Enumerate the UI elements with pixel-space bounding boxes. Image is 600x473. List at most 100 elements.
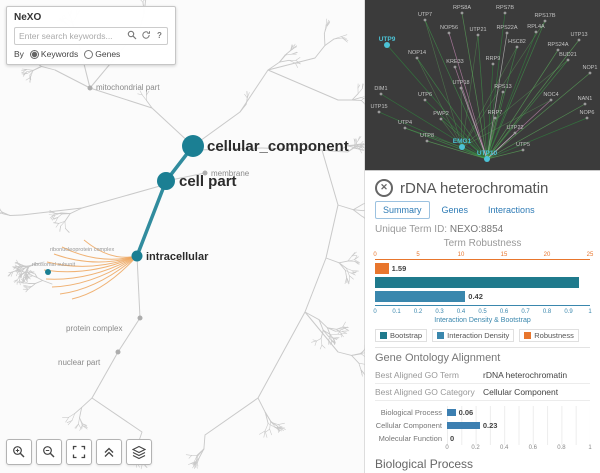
- gene-network-graph[interactable]: UTP7 RPS8A RPS7B RPS17B UTP13 NOP56 UTP21 RPS22…: [365, 0, 600, 170]
- tree-node-cell-part[interactable]: cell part: [157, 172, 237, 190]
- svg-text:UTP6: UTP6: [418, 92, 432, 98]
- tree-node-nuclear-part[interactable]: nuclear part: [58, 349, 121, 368]
- svg-text:mitochondrial part: mitochondrial part: [96, 83, 160, 92]
- bar-interaction-density: 0.42: [375, 291, 590, 302]
- network-panel[interactable]: UTP7 RPS8A RPS7B RPS17B UTP13 NOP56 UTP21 RPS22…: [365, 0, 600, 170]
- reset-icon[interactable]: [140, 30, 151, 41]
- svg-text:UTP8: UTP8: [420, 133, 434, 139]
- tab-interactions[interactable]: Interactions: [488, 205, 535, 215]
- gene-node-RPS8A[interactable]: RPS8A: [453, 5, 471, 15]
- tab-summary[interactable]: Summary: [375, 201, 430, 219]
- gene-node-UTP9[interactable]: UTP9: [379, 36, 396, 48]
- ontology-graph[interactable]: mitochondrial part membrane protein comple…: [0, 0, 365, 473]
- app-title: NeXO: [14, 12, 42, 23]
- help-icon[interactable]: ?: [157, 30, 162, 40]
- gene-node-UTP18[interactable]: UTP18: [452, 80, 470, 90]
- gene-node-RPS17B[interactable]: RPS17B: [534, 13, 556, 23]
- svg-text:RPS7B: RPS7B: [496, 5, 514, 11]
- gene-node-RPS13[interactable]: RPS13: [494, 84, 512, 94]
- svg-text:protein complex: protein complex: [66, 324, 122, 333]
- tab-genes[interactable]: Genes: [441, 205, 469, 215]
- tree-node-protein-complex[interactable]: protein complex: [66, 315, 143, 334]
- gene-node-PWP2[interactable]: PWP2: [433, 111, 449, 121]
- expand-tree-button[interactable]: [96, 439, 122, 465]
- gene-node-UTP5[interactable]: UTP5: [516, 142, 530, 152]
- gene-node-UTP4[interactable]: UTP4: [398, 120, 412, 130]
- ontology-canvas[interactable]: mitochondrial part membrane protein comple…: [0, 0, 365, 473]
- legend-robustness: Robustness: [519, 329, 579, 342]
- svg-text:RPS17B: RPS17B: [534, 13, 555, 19]
- gene-node-NOP6[interactable]: NOP6: [580, 110, 595, 120]
- radio-genes-input[interactable]: [84, 49, 94, 59]
- gene-node-UTP13[interactable]: UTP13: [570, 32, 588, 42]
- gene-node-NOP1[interactable]: NOP1: [583, 65, 598, 75]
- close-icon[interactable]: ✕: [375, 179, 393, 197]
- svg-text:UTP21: UTP21: [469, 27, 486, 33]
- gene-node-NOP56[interactable]: NOP56: [440, 25, 458, 35]
- tree-node-intracellular[interactable]: intracellular: [131, 250, 210, 264]
- zoom-in-button[interactable]: [6, 439, 32, 465]
- gene-node-RRP7[interactable]: RRP7: [488, 110, 503, 120]
- svg-text:UTP10: UTP10: [477, 150, 498, 157]
- radio-keywords-input[interactable]: [29, 49, 39, 59]
- gene-node-UTP22[interactable]: UTP22: [506, 125, 524, 135]
- svg-text:PWP2: PWP2: [433, 111, 449, 117]
- svg-text:HSC82: HSC82: [508, 39, 526, 45]
- gene-node-RPS7B[interactable]: RPS7B: [496, 5, 514, 15]
- gene-node-DIM1[interactable]: DIM1: [374, 86, 388, 96]
- svg-text:NOC4: NOC4: [543, 92, 558, 98]
- svg-text:RPL4A: RPL4A: [527, 24, 545, 30]
- svg-text:RRP9: RRP9: [486, 56, 501, 62]
- gene-node-RPS22A[interactable]: RPS22A: [496, 25, 518, 35]
- svg-text:RRP7: RRP7: [488, 110, 503, 116]
- svg-text:DIM1: DIM1: [374, 86, 387, 92]
- radio-genes[interactable]: Genes: [84, 49, 120, 59]
- layers-button[interactable]: [126, 439, 152, 465]
- gene-node-HSC82[interactable]: HSC82: [508, 39, 526, 49]
- svg-text:UTP13: UTP13: [570, 32, 587, 38]
- svg-text:nuclear part: nuclear part: [58, 358, 101, 367]
- gene-node-UTP15[interactable]: UTP15: [370, 104, 388, 114]
- gene-node-UTP7[interactable]: UTP7: [418, 12, 432, 22]
- radio-keywords[interactable]: Keywords: [29, 49, 78, 59]
- tree-node-mitochondrial-part[interactable]: mitochondrial part: [87, 83, 161, 92]
- gene-node-RPL4A[interactable]: RPL4A: [527, 24, 545, 34]
- bar-robustness: 1.59: [375, 263, 590, 274]
- gene-node-KRE33[interactable]: KRE33: [446, 59, 464, 69]
- svg-text:NOP56: NOP56: [440, 25, 458, 31]
- tree-tiny-label: ribosomal subunit: [32, 262, 76, 268]
- tree-node-membrane[interactable]: membrane: [202, 169, 250, 178]
- gene-node-NAN1[interactable]: NAN1: [578, 96, 593, 106]
- gene-node-EMG1[interactable]: EMG1: [453, 138, 472, 150]
- gene-node-NOC4[interactable]: NOC4: [543, 92, 559, 102]
- legend-bootstrap: Bootstrap: [375, 329, 428, 342]
- gene-node-RRP9[interactable]: RRP9: [486, 56, 501, 66]
- svg-text:RPS22A: RPS22A: [496, 25, 517, 31]
- gene-node-NOP14[interactable]: NOP14: [408, 50, 426, 60]
- gene-node-BUD21[interactable]: BUD21: [559, 52, 577, 62]
- gene-node-RPS24A[interactable]: RPS24A: [547, 42, 569, 52]
- gene-node-UTP8[interactable]: UTP8: [420, 133, 434, 143]
- gene-node-UTP21[interactable]: UTP21: [469, 27, 487, 37]
- gene-node-UTP10[interactable]: UTP10: [477, 150, 498, 162]
- svg-text:UTP7: UTP7: [418, 12, 432, 18]
- zoom-out-button[interactable]: [36, 439, 62, 465]
- go-alignment-title: Gene Ontology Alignment: [375, 352, 501, 364]
- search-card: NeXO ? By Keywords Genes: [6, 6, 176, 65]
- tree-node-cellular_component[interactable]: cellular_component: [182, 135, 349, 157]
- search-icon[interactable]: [126, 30, 137, 41]
- svg-text:UTP18: UTP18: [452, 80, 469, 86]
- fit-screen-button[interactable]: [66, 439, 92, 465]
- gene-node-UTP6[interactable]: UTP6: [418, 92, 432, 102]
